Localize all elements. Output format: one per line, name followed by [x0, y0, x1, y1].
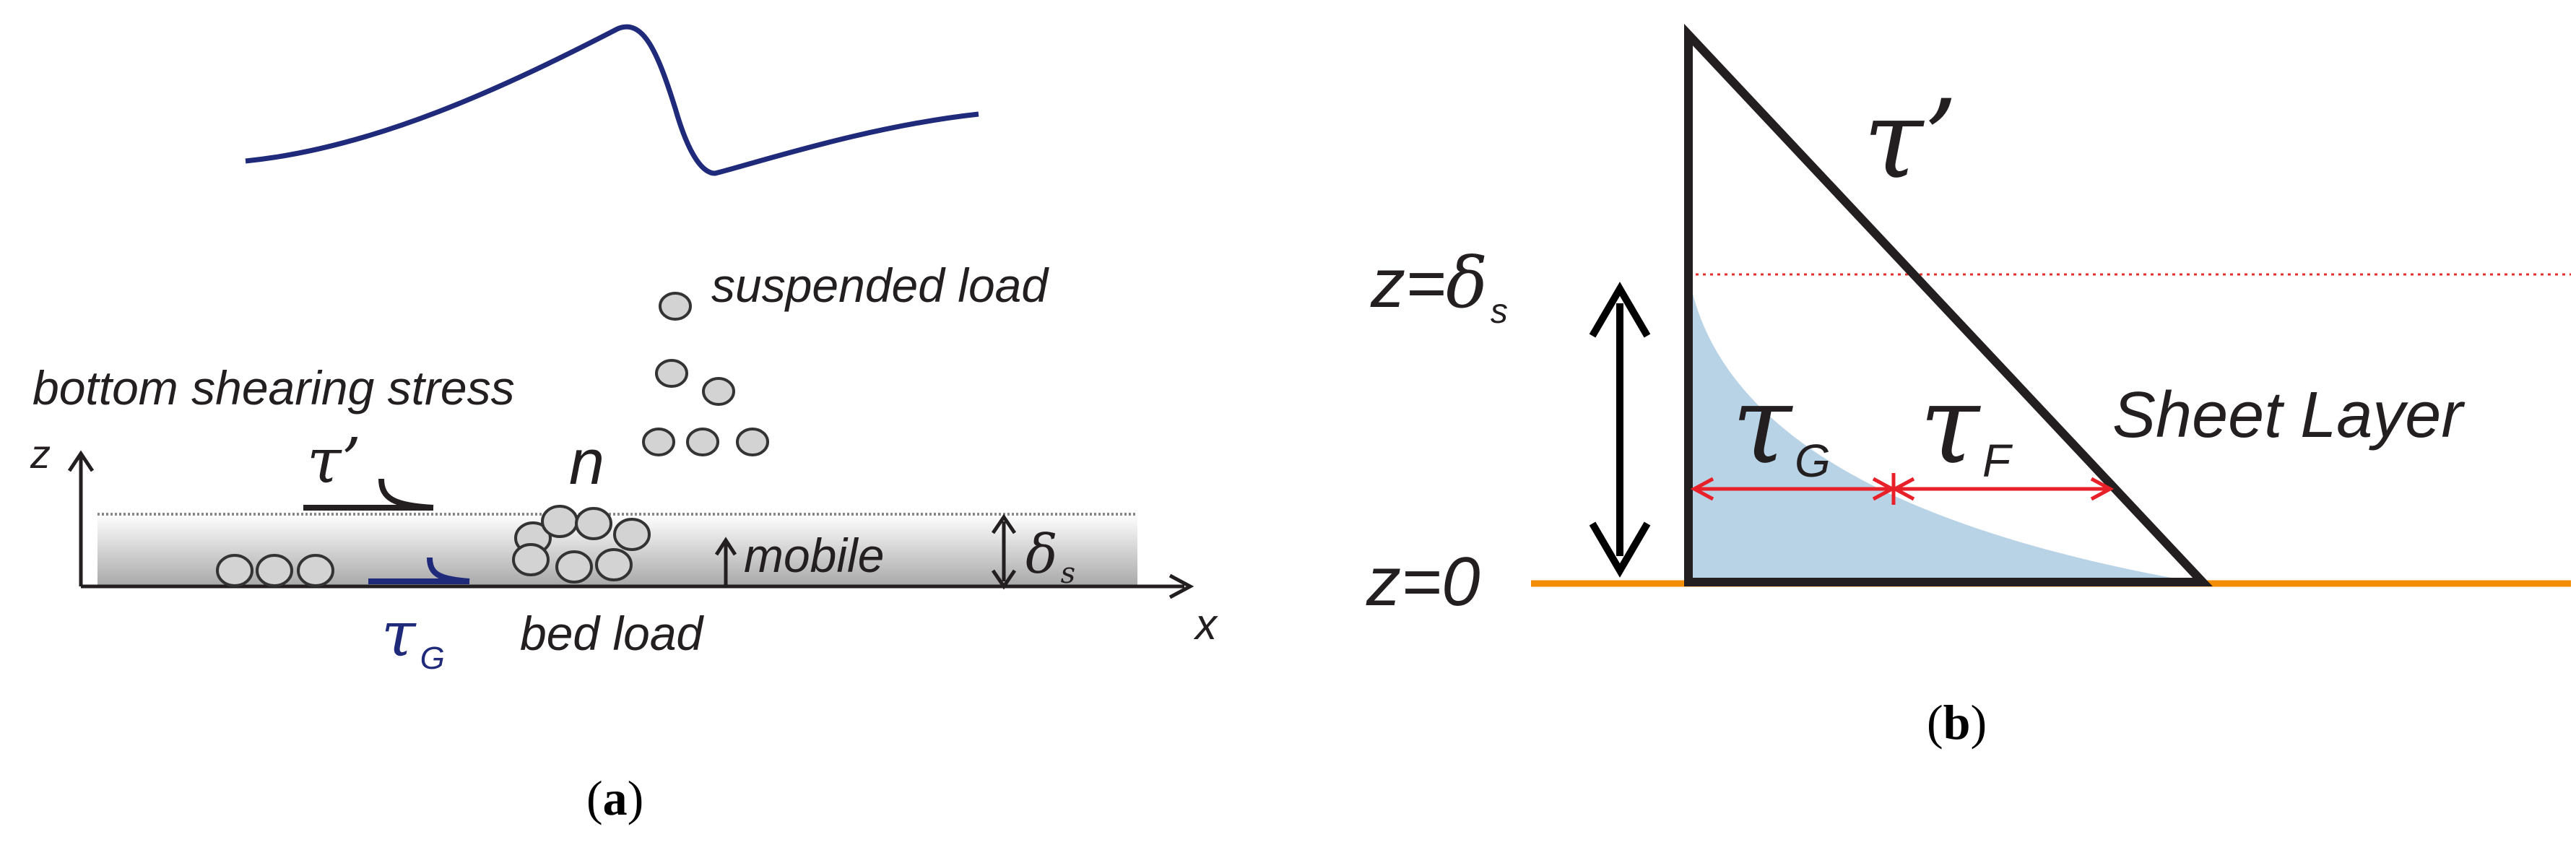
suspended-grains — [642, 292, 769, 456]
tau-prime-a-label: τ’ — [307, 425, 361, 498]
grain — [686, 428, 719, 456]
grain — [642, 428, 675, 456]
delta-s-arrowhead-down — [991, 569, 1017, 590]
bed-grains — [216, 505, 651, 587]
x-axis-arrowhead — [1168, 573, 1194, 599]
bed-load-label: bed load — [520, 607, 705, 660]
panel-a: z x suspended load bottom shearing stres… — [30, 24, 1218, 825]
tau-f-arrowhead-right — [2090, 477, 2115, 501]
tau-f-b-label: τF — [1920, 363, 2013, 488]
z-axis-arrowhead — [67, 450, 95, 472]
grain — [736, 428, 769, 456]
sheet-height-arrowhead-up — [1589, 282, 1651, 338]
tau-g-region — [1688, 274, 2195, 582]
delta-s-arrowhead-up — [991, 513, 1017, 534]
wave-profile — [245, 24, 979, 176]
grain — [595, 548, 633, 581]
mobile-label: mobile — [744, 529, 884, 582]
tau-g-stress-mark — [368, 557, 470, 584]
grain — [541, 505, 578, 538]
z-zero-label: z=0 — [1366, 543, 1480, 620]
sheet-height-arrowhead-down — [1589, 521, 1651, 578]
sheet-layer-label: Sheet Layer — [2112, 379, 2465, 451]
grain — [256, 554, 293, 587]
tau-prime-b-label: τ’ — [1863, 77, 1958, 203]
grain — [702, 377, 735, 406]
bottom-shearing-stress-label: bottom shearing stress — [32, 361, 515, 415]
grain — [659, 292, 692, 321]
x-axis-label: x — [1193, 600, 1218, 649]
grain — [613, 518, 651, 551]
z-delta-s-label: z=δs — [1370, 243, 1508, 331]
stress-triangle — [1684, 23, 2213, 586]
caption-b: (b) — [1927, 695, 1987, 750]
tau-prime-stress-mark — [303, 478, 434, 511]
caption-a: (a) — [586, 771, 643, 825]
grain — [512, 543, 550, 576]
mobile-arrowhead — [714, 537, 737, 556]
panel-b: τ’ z=δs z=0 τG τF Sheet Layer (b) — [1366, 23, 2571, 750]
n-label: n — [569, 426, 604, 498]
z-axis-label: z — [30, 431, 51, 477]
tau-g-arrowhead-left — [1690, 477, 1714, 501]
grain — [655, 359, 688, 388]
grain — [297, 554, 334, 587]
suspended-load-label: suspended load — [711, 259, 1049, 312]
grain — [216, 554, 253, 587]
grain — [555, 550, 593, 584]
grain — [575, 507, 612, 540]
tau-g-b-label: τG — [1732, 363, 1831, 488]
stress-partition-arrows — [1690, 473, 2115, 505]
